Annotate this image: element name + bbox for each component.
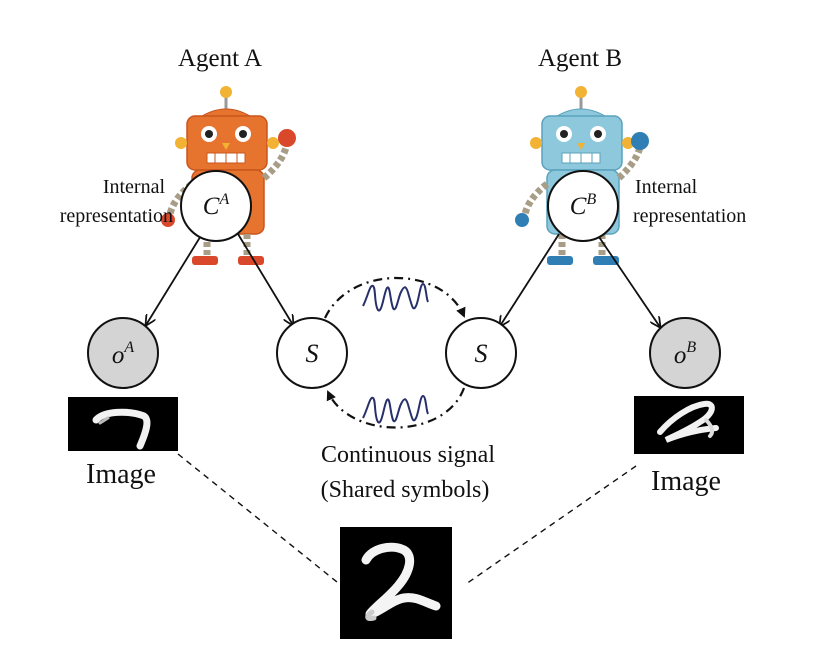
exchange-arc-b-to-a (326, 387, 466, 429)
agent-a-concept-base: C (203, 193, 220, 220)
agent-a-observation-node: oA (87, 317, 159, 389)
agent-b-observation-node: oB (649, 317, 721, 389)
agent-a-signal-symbol: S (306, 339, 319, 368)
agent-b-concept-base: C (570, 193, 587, 220)
agent-a-signal-node: S (276, 317, 348, 389)
edge-cb-to-sb (500, 233, 560, 326)
agent-b-internal-label-line2: representation (633, 205, 746, 227)
signal-caption-line2: (Shared symbols) (321, 477, 490, 503)
agent-a-concept-node: CA (180, 170, 252, 242)
agent-b-title: Agent B (538, 45, 622, 72)
dashed-link-b (465, 465, 637, 585)
svg-text:CA: CA (203, 191, 230, 220)
agent-a-observation-base: o (112, 342, 125, 369)
dashed-link-a (177, 453, 338, 583)
svg-text:CB: CB (570, 191, 597, 220)
shared-image (340, 527, 452, 639)
agent-a-image (68, 397, 178, 451)
agent-a-concept-sup: A (218, 191, 229, 208)
agent-a-internal-label-line2: representation (60, 205, 173, 227)
agent-b-signal-symbol: S (475, 339, 488, 368)
svg-text:oA: oA (112, 339, 135, 369)
agent-a-internal-label-line1: Internal (103, 176, 166, 198)
agent-b-concept-sup: B (586, 191, 596, 208)
edge-ca-to-sa (237, 233, 293, 325)
agent-a-image-caption: Image (86, 459, 156, 490)
agent-b-image-caption: Image (651, 466, 721, 497)
agent-b-observation-base: o (674, 342, 687, 369)
agent-b-internal-label-line1: Internal (635, 176, 698, 198)
agent-a-title: Agent A (178, 45, 262, 72)
agent-b-observation-sup: B (686, 339, 696, 356)
edge-ca-to-oa (146, 233, 203, 325)
exchange-arc-a-to-b (324, 277, 466, 319)
waveform-bottom (362, 394, 429, 424)
waveform-top (362, 282, 429, 312)
edge-cb-to-ob (596, 233, 660, 327)
svg-text:oB: oB (674, 339, 697, 369)
signal-caption-line1: Continuous signal (321, 442, 495, 468)
agent-b-signal-node: S (445, 317, 517, 389)
agent-b-concept-node: CB (547, 170, 619, 242)
agent-b-image (634, 396, 744, 454)
agent-a-observation-sup: A (123, 339, 134, 356)
